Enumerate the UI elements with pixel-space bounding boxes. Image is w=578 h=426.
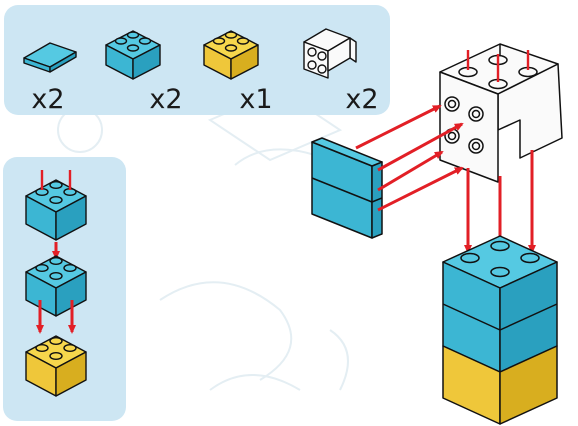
- sub-cyan-brick-middle: [25, 255, 87, 317]
- yellow-brick-quantity: x1: [239, 84, 272, 115]
- white-bracket-assembly: [439, 43, 563, 183]
- tile-quantity: x2: [31, 84, 64, 115]
- sub-yellow-brick: [25, 335, 87, 397]
- tile-to-bracket-arrows: [355, 104, 464, 212]
- white-bracket-icon: [303, 28, 357, 79]
- cyan-flat-tile-icon: [23, 42, 77, 73]
- parts-list-panel: x2 x2 x1: [4, 5, 390, 115]
- cyan-brick-quantity: x2: [149, 84, 182, 115]
- cyan-brick-icon: [105, 30, 161, 80]
- brick-stack-assembly: [442, 235, 558, 425]
- cyan-tiles-stack: [311, 137, 383, 239]
- background-doodles: [19, 88, 349, 391]
- yellow-brick-icon: [203, 30, 259, 80]
- bracket-quantity: x2: [345, 84, 378, 115]
- sub-assembly-panel: [3, 157, 126, 421]
